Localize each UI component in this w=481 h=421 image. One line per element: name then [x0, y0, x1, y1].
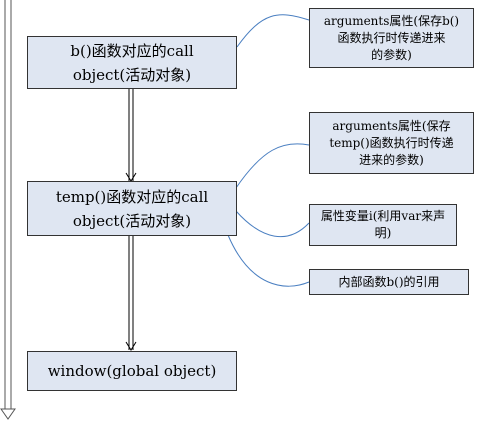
connector-temp-var-i: [235, 210, 310, 238]
call-object-b-box: b()函数对应的call object(活动对象): [27, 36, 237, 89]
note-inner-b: 内部函数b()的引用: [309, 269, 469, 295]
note-temp-arguments: arguments属性(保存 temp()函数执行时传递 进来的参数): [309, 112, 474, 174]
note-temp-arguments-text: arguments属性(保存 temp()函数执行时传递 进来的参数): [329, 118, 454, 167]
call-object-temp-label: temp()函数对应的call object(活动对象): [55, 187, 209, 230]
timeline-arrow: [0, 0, 16, 420]
call-object-temp-box: temp()函数对应的call object(活动对象): [27, 181, 237, 236]
note-inner-b-text: 内部函数b()的引用: [338, 274, 440, 289]
note-b-arguments: arguments属性(保存b() 函数执行时传递进来 的参数): [309, 8, 474, 68]
note-var-i-text: 属性变量i(利用var来声 明): [320, 209, 446, 240]
global-object-label: window(global object): [47, 362, 217, 380]
connector-b-arguments: [236, 14, 310, 48]
global-object-box: window(global object): [27, 351, 237, 391]
arrow-temp-to-window: [125, 236, 137, 351]
call-object-b-label: b()函数对应的call object(活动对象): [70, 41, 194, 84]
connector-temp-inner-b: [227, 234, 310, 287]
connector-temp-arguments: [235, 143, 310, 189]
note-b-arguments-text: arguments属性(保存b() 函数执行时传递进来 的参数): [323, 13, 460, 62]
note-var-i: 属性变量i(利用var来声 明): [309, 204, 457, 246]
arrow-b-to-temp: [125, 89, 137, 182]
